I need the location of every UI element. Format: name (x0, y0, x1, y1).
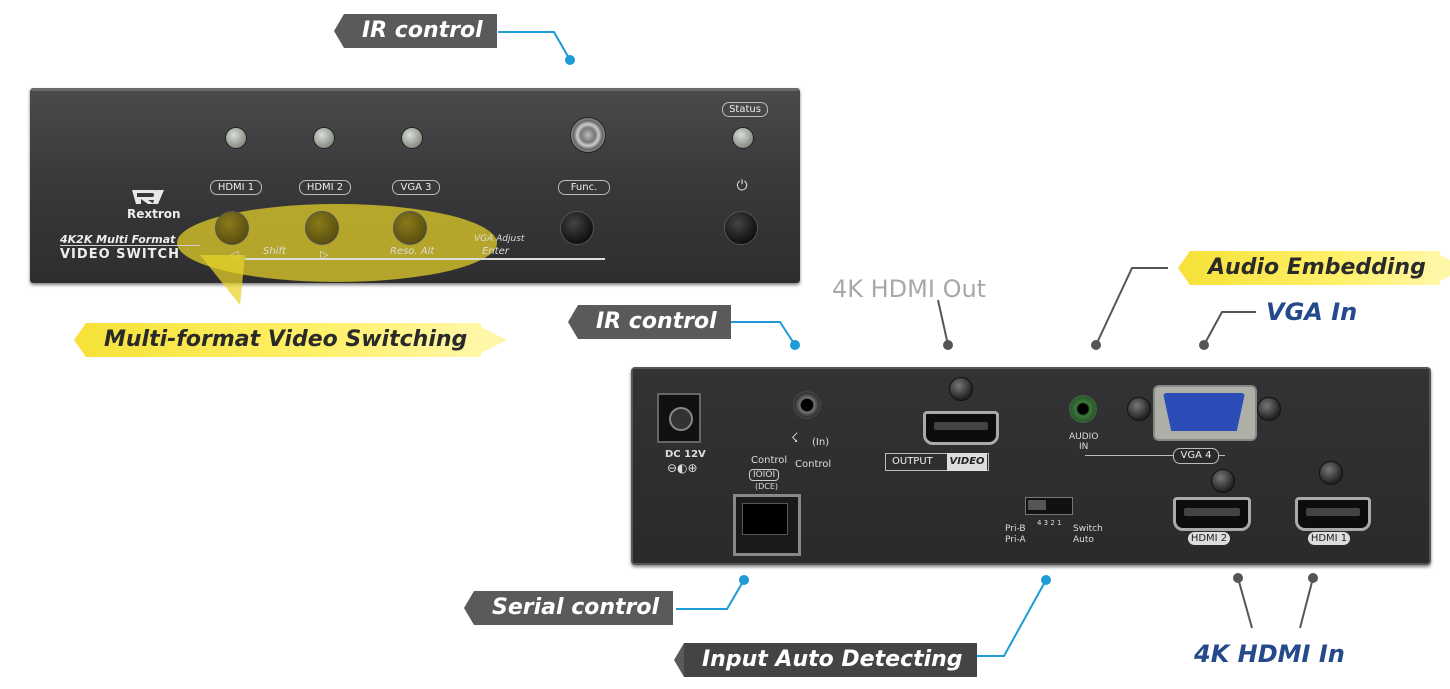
callout-input-auto: Input Auto Detecting (674, 643, 977, 677)
func-label: Func. (558, 180, 610, 195)
rj45-port (733, 494, 801, 556)
video-label: VIDEO (947, 453, 987, 471)
hdmi2-screw (1211, 469, 1235, 493)
power-button[interactable] (724, 211, 758, 245)
dc-jack (657, 393, 701, 443)
ir-icon: ☇ (791, 431, 799, 446)
switch-nums: 4 3 2 1 (1037, 519, 1062, 527)
led-hdmi1 (225, 127, 247, 149)
ir-jack (793, 391, 821, 419)
callout-hdmi-out: 4K HDMI Out (832, 275, 987, 303)
power-icon: ⏻ (736, 178, 748, 194)
serial-label: Control (751, 455, 788, 466)
led-status (732, 127, 754, 149)
shift-hint: Shift (263, 246, 286, 257)
callout-ir-control-rear: IR control (568, 305, 731, 339)
model-line2: VIDEO SWITCH (60, 247, 180, 262)
enter-hint: Enter (482, 246, 509, 257)
led-vga3 (401, 127, 423, 149)
ir-sensor-icon (570, 117, 606, 153)
callout-serial-control: Serial control (463, 591, 674, 625)
hdmi1-port-label: HDMI 1 (1308, 532, 1350, 545)
rextron-logo-icon (128, 188, 168, 204)
vga-screw-right (1257, 397, 1281, 421)
serial-sub-label: (DCE) (755, 482, 779, 491)
ir-control-label: Control (795, 459, 832, 470)
vga3-label: VGA 3 (392, 180, 440, 195)
right-arrow-icon: ▷ (320, 248, 329, 261)
led-hdmi2 (313, 127, 335, 149)
pri-a-label: Pri-A (1005, 535, 1026, 545)
pri-b-label: Pri-B (1005, 524, 1026, 534)
serial-icon: IOIOI (749, 469, 780, 481)
vga-screw-left (1127, 397, 1151, 421)
callout-audio-embedding: Audio Embedding (1178, 251, 1450, 285)
vga-port-shell (1153, 385, 1257, 441)
vga-port-label: VGA 4 (1173, 448, 1219, 464)
hint-line (245, 258, 605, 260)
ir-in-label: (In) (812, 437, 830, 448)
vga-line (1085, 455, 1225, 456)
hdmi1-in-port (1295, 497, 1371, 531)
dc-polarity-icon: ⊖◐⊕ (667, 461, 698, 475)
brand-name: Rextron (127, 207, 181, 221)
callout-ir-control-front: IR control (334, 14, 497, 48)
hdmi2-button[interactable] (305, 211, 339, 245)
hdmi2-port-label: HDMI 2 (1188, 532, 1230, 545)
audio-in-jack (1069, 395, 1097, 423)
switch-label: Switch (1073, 524, 1103, 534)
callout-multi-format: Multi-format Video Switching (73, 323, 508, 357)
front-panel: HDMI 1 HDMI 2 VGA 3 Func. Status ⏻ ◁ Shi… (30, 88, 800, 283)
hdmi2-label: HDMI 2 (299, 180, 351, 195)
hdmi2-in-port (1173, 497, 1251, 531)
status-label: Status (722, 102, 768, 117)
highlight-tail (200, 255, 245, 305)
rear-panel: DC 12V ⊖◐⊕ ☇ (In) Control Control IOIOI … (631, 367, 1431, 565)
output-screw (949, 377, 973, 401)
model-divider (60, 245, 200, 246)
hdmi1-button[interactable] (215, 211, 249, 245)
model-line1: 4K2K Multi Format (60, 233, 176, 246)
hdmi1-label: HDMI 1 (210, 180, 262, 195)
hdmi1-screw (1319, 461, 1343, 485)
vga-adjust-hint: VGA Adjust (474, 234, 525, 244)
func-button[interactable] (560, 211, 594, 245)
auto-label: Auto (1073, 535, 1094, 545)
vga3-button[interactable] (393, 211, 427, 245)
reso-hint: Reso. Alt (390, 246, 435, 257)
hdmi-out-port (923, 411, 999, 445)
dc-label: DC 12V (665, 449, 706, 460)
output-label: OUTPUT (885, 453, 989, 471)
callout-hdmi-in: 4K HDMI In (1194, 640, 1345, 668)
left-arrow-icon: ◁ (230, 248, 239, 261)
mode-switch[interactable] (1025, 497, 1073, 515)
callout-vga-in: VGA In (1266, 298, 1358, 326)
